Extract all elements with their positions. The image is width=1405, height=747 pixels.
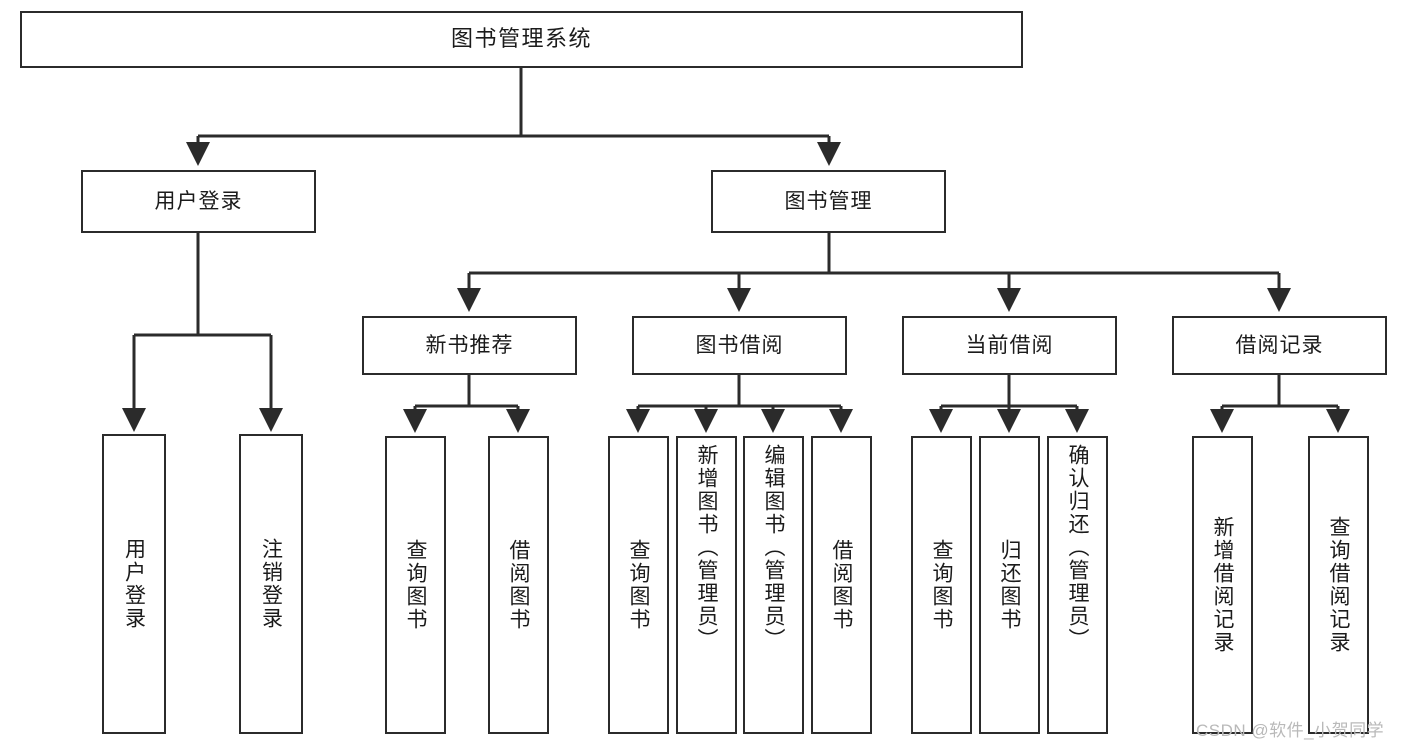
leaf-edit-book[interactable]: 编辑图书（管理员） xyxy=(743,436,804,734)
node-new-book-recommend[interactable]: 新书推荐 xyxy=(362,316,577,375)
node-current-borrow[interactable]: 当前借阅 xyxy=(902,316,1117,375)
leaf-logout-login-label: 注销登录 xyxy=(259,538,283,630)
leaf-query-record-label: 查询借阅记录 xyxy=(1327,516,1350,654)
node-current-borrow-label: 当前借阅 xyxy=(965,333,1054,357)
leaf-return-book[interactable]: 归还图书 xyxy=(979,436,1040,734)
leaf-query-record[interactable]: 查询借阅记录 xyxy=(1308,436,1369,734)
leaf-confirm-return[interactable]: 确认归还（管理员） xyxy=(1047,436,1108,734)
leaf-query-book-2-label: 查询图书 xyxy=(627,539,650,631)
leaf-borrow-book-1-label: 借阅图书 xyxy=(507,539,530,631)
watermark: CSDN @软件_小贺同学 xyxy=(1196,721,1385,740)
leaf-borrow-book-2[interactable]: 借阅图书 xyxy=(811,436,872,734)
node-borrow-record[interactable]: 借阅记录 xyxy=(1172,316,1387,375)
leaf-edit-book-label: 编辑图书（管理员） xyxy=(762,444,785,651)
leaf-query-book-3-label: 查询图书 xyxy=(930,539,953,631)
leaf-query-book-1-label: 查询图书 xyxy=(404,539,427,631)
node-book-borrow-label: 图书借阅 xyxy=(695,333,784,357)
leaf-borrow-book-1[interactable]: 借阅图书 xyxy=(488,436,549,734)
leaf-confirm-return-label: 确认归还（管理员） xyxy=(1066,444,1089,651)
node-root-label: 图书管理系统 xyxy=(450,26,592,52)
leaf-query-book-1[interactable]: 查询图书 xyxy=(385,436,446,734)
leaf-query-book-3[interactable]: 查询图书 xyxy=(911,436,972,734)
leaf-add-book[interactable]: 新增图书（管理员） xyxy=(676,436,737,734)
node-root[interactable]: 图书管理系统 xyxy=(20,11,1023,68)
leaf-add-book-label: 新增图书（管理员） xyxy=(695,444,718,651)
leaf-user-login-label: 用户登录 xyxy=(122,538,146,630)
node-user-login-label: 用户登录 xyxy=(154,189,243,213)
node-book-borrow[interactable]: 图书借阅 xyxy=(632,316,847,375)
node-book-management[interactable]: 图书管理 xyxy=(711,170,946,233)
leaf-user-login[interactable]: 用户登录 xyxy=(102,434,166,734)
node-borrow-record-label: 借阅记录 xyxy=(1235,333,1324,357)
leaf-borrow-book-2-label: 借阅图书 xyxy=(830,539,853,631)
leaf-query-book-2[interactable]: 查询图书 xyxy=(608,436,669,734)
node-new-book-recommend-label: 新书推荐 xyxy=(425,333,514,357)
leaf-add-record[interactable]: 新增借阅记录 xyxy=(1192,436,1253,734)
leaf-return-book-label: 归还图书 xyxy=(998,539,1021,631)
leaf-logout-login[interactable]: 注销登录 xyxy=(239,434,303,734)
node-book-management-label: 图书管理 xyxy=(784,189,873,213)
leaf-add-record-label: 新增借阅记录 xyxy=(1211,516,1234,654)
node-user-login[interactable]: 用户登录 xyxy=(81,170,316,233)
